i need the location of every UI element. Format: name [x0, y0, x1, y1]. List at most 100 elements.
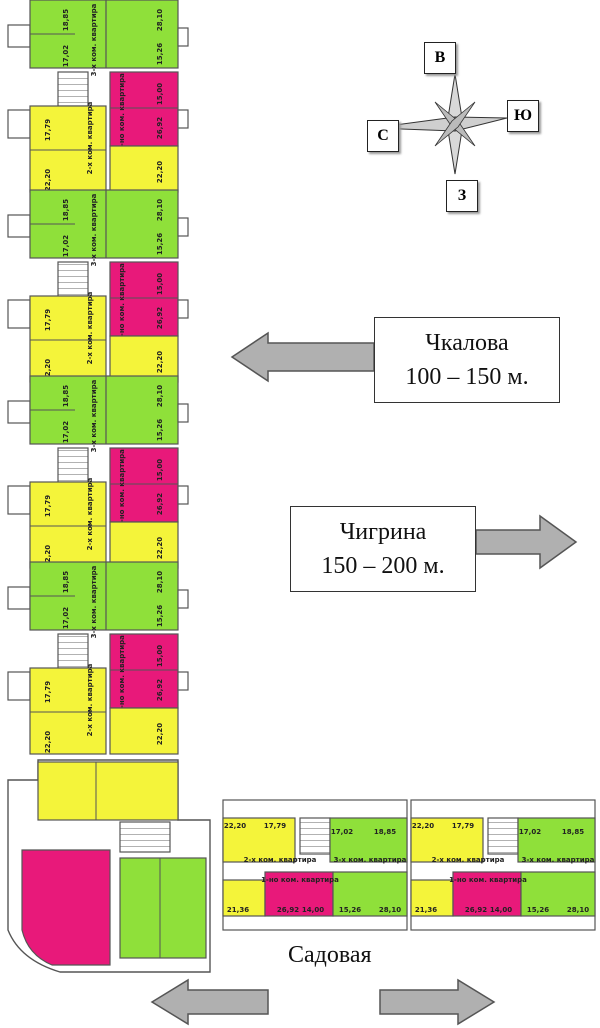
vertical-wing: 18,85 17,02 28,10 15,26 3-х ком. квартира 15,…: [7, 0, 189, 755]
label-3room: 3-х ком. квартира: [522, 856, 595, 864]
area-label-3room-c: 28,10: [156, 9, 164, 31]
area-label-h: 18,85: [374, 828, 396, 836]
balcony: [177, 217, 189, 237]
area-label-2room-b: 22,20: [44, 169, 52, 191]
area-label-2room-c: 22,20: [156, 723, 164, 745]
label-3room: 3-х ком. квартира: [90, 193, 98, 266]
area-label-h: 17,02: [519, 828, 541, 836]
sadovaya-street: Садовая: [288, 942, 372, 968]
area-label-h: 14,00: [302, 906, 324, 914]
area-label-h: 22,20: [224, 822, 246, 830]
two-room-apartment: [410, 817, 484, 863]
label-2room: 2-х ком. квартира: [86, 101, 94, 174]
compass-north-label: В: [424, 42, 456, 74]
three-room-apartment: [520, 871, 596, 917]
label-3room: 3-х ком. квартира: [90, 3, 98, 76]
area-label-1room-a: 15,00: [156, 273, 164, 295]
direction-arrows: [150, 331, 578, 1026]
label-2room: 2-х ком. квартира: [432, 856, 505, 864]
area-label-3room-b: 17,02: [62, 45, 70, 67]
area-label-3room-c: 28,10: [156, 385, 164, 407]
label-1room: 1-но ком. квартира: [118, 635, 126, 713]
area-label-3room-b: 17,02: [62, 235, 70, 257]
two-room-apartment: [29, 105, 107, 193]
balcony: [7, 299, 31, 329]
chkalova-street: Чкалова: [425, 330, 509, 356]
area-label-1room-b: 26,92: [156, 679, 164, 701]
chkalova-sign: Чкалова 100 – 150 м.: [374, 317, 560, 403]
corner-block: [7, 759, 211, 973]
compass-south-label: З: [446, 180, 478, 212]
area-label-2room-b: 22,20: [44, 731, 52, 753]
area-label-2room-a: 17,79: [44, 309, 52, 331]
three-room-apartment: [119, 857, 207, 959]
balcony: [177, 589, 189, 609]
two-room-apartment: [109, 335, 179, 383]
area-label-2room-c: 22,20: [156, 537, 164, 559]
area-label-1room-a: 15,00: [156, 645, 164, 667]
label-1room: 1-но ком. квартира: [118, 73, 126, 151]
label-3room: 3-х ком. квартира: [334, 856, 407, 864]
area-label-2room-b: 22,20: [44, 545, 52, 567]
area-label-h: 14,00: [490, 906, 512, 914]
balcony: [177, 299, 189, 319]
area-label-3room-b: 17,02: [62, 421, 70, 443]
balcony: [177, 27, 189, 47]
area-label-h: 17,79: [264, 822, 286, 830]
one-room-apartment: [109, 633, 179, 709]
one-room-apartment: [21, 849, 111, 966]
three-room-apartment: [329, 817, 408, 863]
area-label-2room-a: 17,79: [44, 495, 52, 517]
area-label-3room-d: 15,26: [156, 233, 164, 255]
chigrina-sign: Чигрина 150 – 200 м.: [290, 506, 476, 592]
chkalova-distance: 100 – 150 м.: [405, 364, 529, 390]
one-room-apartment: [452, 871, 522, 917]
area-label-h: 17,79: [452, 822, 474, 830]
area-label-h: 17,02: [331, 828, 353, 836]
balcony: [177, 485, 189, 505]
area-label-1room-a: 15,00: [156, 83, 164, 105]
stairwell: [57, 71, 89, 107]
arrow-left-sadovaya: [150, 978, 269, 1026]
area-label-2room-c: 22,20: [156, 351, 164, 373]
compass-rose: [372, 73, 508, 175]
area-label-1room-b: 26,92: [156, 307, 164, 329]
label-3room: 3-х ком. квартира: [90, 379, 98, 452]
one-room-apartment: [264, 871, 334, 917]
balcony: [7, 109, 31, 139]
two-room-apartment: [109, 707, 179, 755]
balcony: [7, 586, 31, 610]
area-label-1room-b: 26,92: [156, 117, 164, 139]
area-label-3room-a: 18,85: [62, 199, 70, 221]
label-2room: 2-х ком. квартира: [86, 291, 94, 364]
area-label-h: 18,85: [562, 828, 584, 836]
two-room-apartment: [29, 295, 107, 383]
stairwell: [119, 821, 171, 853]
two-room-apartment: [222, 817, 296, 863]
area-label-h: 26,92: [277, 906, 299, 914]
area-label-3room-b: 17,02: [62, 607, 70, 629]
balcony: [7, 24, 31, 48]
area-label-2room-c: 22,20: [156, 161, 164, 183]
stairwell: [57, 447, 89, 483]
area-label-2room-a: 17,79: [44, 681, 52, 703]
balcony: [7, 214, 31, 238]
two-room-apartment: [109, 145, 179, 193]
two-room-apartment: [410, 879, 454, 917]
compass-east-label: Ю: [507, 100, 539, 132]
area-label-3room-a: 18,85: [62, 9, 70, 31]
two-room-apartment: [37, 761, 179, 821]
two-room-apartment: [29, 481, 107, 569]
label-1room: 1-но ком. квартира: [449, 876, 527, 884]
label-1room: 1-но ком. квартира: [118, 449, 126, 527]
stairwell: [57, 261, 89, 297]
area-label-3room-d: 15,26: [156, 43, 164, 65]
area-label-h: 15,26: [339, 906, 361, 914]
label-1room: 1-но ком. квартира: [261, 876, 339, 884]
three-room-apartment: [332, 871, 408, 917]
balcony: [177, 671, 189, 691]
